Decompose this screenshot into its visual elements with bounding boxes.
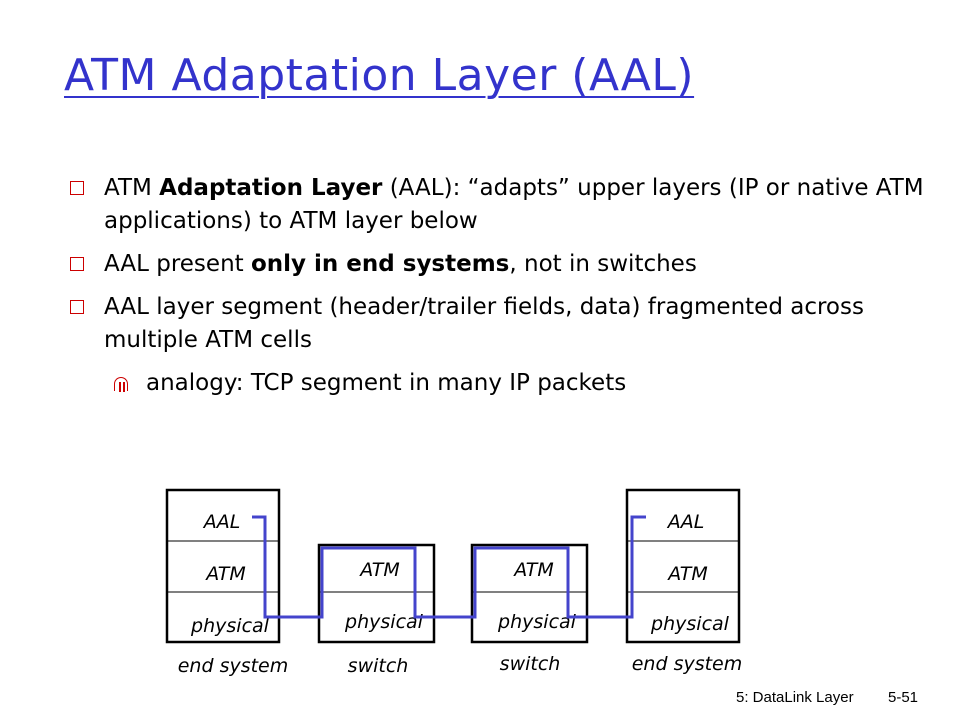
bullet-list: ATM Adaptation Layer (AAL): “adapts” upp…: [70, 172, 930, 400]
checkbox-bullet-icon: [70, 300, 84, 314]
bullet-bold-text: only in end systems: [250, 251, 510, 277]
footer-page-number: 5-51: [888, 689, 919, 706]
layer-label-physical: physical: [344, 611, 424, 633]
sub-bullet-item: analogy: TCP segment in many IP packets: [70, 367, 930, 400]
switch-right: ATM physical switch: [470, 543, 589, 675]
bullet-item: AAL layer segment (header/trailer fields…: [70, 291, 930, 357]
layer-label-atm: ATM: [512, 559, 554, 581]
sub-bullet-text: analogy: TCP segment in many IP packets: [146, 370, 627, 396]
node-caption: switch: [500, 653, 561, 675]
checkbox-bullet-icon: [70, 257, 84, 271]
checkbox-bullet-icon: [70, 181, 84, 195]
end-system-right: AAL ATM physical end system: [625, 488, 743, 675]
layer-label-atm: ATM: [358, 559, 400, 581]
node-caption: switch: [348, 655, 409, 677]
arch-bullet-icon: [114, 377, 128, 392]
layer-label-physical: physical: [190, 615, 270, 637]
bullet-text: AAL present: [104, 251, 251, 277]
node-caption: end system: [632, 653, 743, 675]
footer-chapter: 5: DataLink Layer: [736, 689, 854, 706]
layer-label-atm: ATM: [204, 563, 246, 585]
bullet-bold-text: Adaptation Layer: [159, 175, 383, 201]
bullet-text: AAL layer segment (header/trailer fields…: [104, 294, 864, 353]
end-system-left: AAL ATM physical end system: [165, 488, 289, 677]
layer-label-physical: physical: [497, 611, 577, 633]
bullet-text: (AAL): “adapts” upper layers (IP or nati…: [104, 175, 924, 234]
bullet-text: , not in switches: [509, 251, 697, 277]
layer-label-physical: physical: [650, 613, 730, 635]
bullet-item: ATM Adaptation Layer (AAL): “adapts” upp…: [70, 172, 930, 238]
layer-label-aal: AAL: [202, 511, 241, 533]
bullet-text: ATM: [104, 175, 160, 201]
data-path-line: [252, 515, 646, 619]
bullet-item: AAL present only in end systems, not in …: [70, 248, 930, 281]
node-caption: end system: [178, 655, 289, 677]
slide-title: ATM Adaptation Layer (AAL): [64, 50, 695, 101]
layer-label-atm: ATM: [666, 563, 708, 585]
switch-left: ATM physical switch: [317, 543, 436, 677]
layer-label-aal: AAL: [666, 511, 705, 533]
